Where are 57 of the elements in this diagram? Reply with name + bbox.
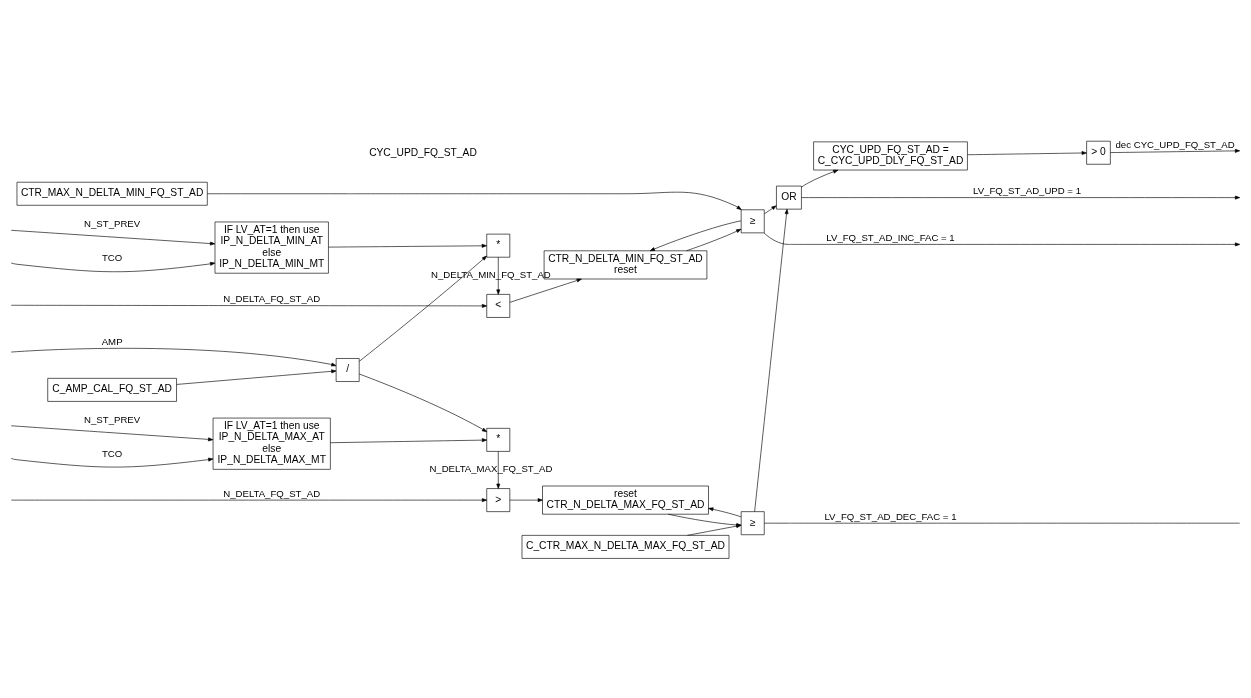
edge-label: N_DELTA_FQ_ST_AD [223,292,321,304]
arrow [1110,148,1241,153]
arrow [10,457,214,467]
node-box: IF LV_AT=1 then use IP_N_DELTA_MAX_AT else IP_N_DELTA_MAX_MT [212,417,331,470]
arrow [496,450,501,489]
arrow [10,347,337,366]
edge-label: N_DELTA_FQ_ST_AD [223,487,321,499]
node-box: C_CTR_MAX_N_DELTA_MAX_FQ_ST_AD [521,534,730,559]
edge-label: LV_FQ_ST_AD_DEC_FAC = 1 [824,510,957,522]
edge-label: TCO [101,447,123,459]
arrow [686,228,742,251]
edge-label: LV_FQ_ST_AD_INC_FAC = 1 [826,231,955,243]
arrow [509,497,543,502]
node-box: reset CTR_N_DELTA_MAX_FQ_ST_AD [542,485,709,515]
edge-label: N_DELTA_MAX_FQ_ST_AD [429,462,553,474]
arrow [10,261,216,272]
arrow [708,506,742,517]
edge-label: AMP [101,335,123,347]
arrow [10,497,488,502]
arrow [649,220,742,251]
arrow [207,191,742,210]
node-box: ≥ [740,510,765,535]
arrow [359,373,488,432]
arrow [764,205,777,214]
node-box: * [486,427,511,452]
arrow [509,278,582,303]
arrow [328,243,487,248]
arrow [10,229,216,245]
node-box: OR [776,185,802,209]
node-box: > [486,487,511,512]
node-box: CYC_UPD_FQ_ST_AD = C_CYC_UPD_DLY_FQ_ST_AD [813,141,968,170]
arrow [359,255,487,362]
arrow [496,256,501,295]
node-box: * [486,233,511,258]
label: CYC_UPD_FQ_ST_AD [369,146,477,158]
arrow [801,195,1241,199]
edge-label: dec CYC_UPD_FQ_ST_AD [1115,138,1235,150]
edge-label: N_ST_PREV [84,413,141,425]
edge-label: TCO [101,251,123,263]
node-box: > 0 [1086,140,1111,165]
arrow [10,303,488,308]
edge-label: N_ST_PREV [84,217,141,229]
node-box: CTR_MAX_N_DELTA_MIN_FQ_ST_AD [16,181,208,206]
arrow [10,424,214,441]
node-box: ≥ [740,208,765,233]
arrow [330,437,488,443]
node-box: C_AMP_CAL_FQ_ST_AD [47,377,177,402]
arrow [176,368,337,385]
arrow [967,150,1087,155]
node-box: IF LV_AT=1 then use IP_N_DELTA_MIN_AT else IP_N_DELTA_MIN_MT [214,221,329,274]
arrow [754,208,789,512]
edge-label: N_DELTA_MIN_FQ_ST_AD [431,268,551,280]
arrow [763,232,1241,246]
node-box: / [335,357,360,382]
edge-label: LV_FQ_ST_AD_UPD = 1 [973,184,1082,196]
arrow [801,169,839,187]
node-box: < [486,293,511,318]
